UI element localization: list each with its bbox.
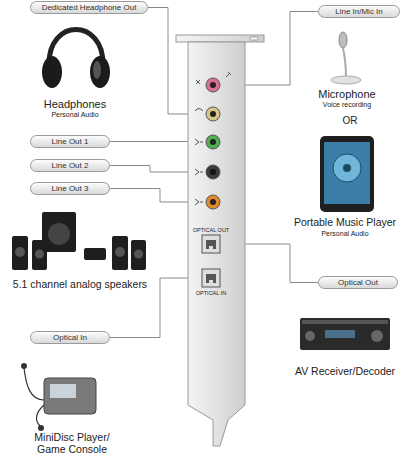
earbud (21, 363, 27, 369)
callout-box: Line Out 1 (30, 135, 110, 148)
receiver-top (302, 320, 388, 324)
device-name: MiniDisc Player/ Game Console (25, 432, 120, 455)
optical-port-hole (206, 274, 216, 283)
jack-hole (210, 82, 216, 88)
optical-port-hole (206, 240, 216, 249)
callout-text: Optical Out (319, 277, 397, 288)
mic-symbol (226, 72, 231, 77)
ear-cup-shine (93, 61, 101, 79)
device-subtitle: Voice recording (302, 101, 392, 109)
device-name: Microphone (302, 88, 392, 100)
callout-text: Optical In (31, 332, 109, 343)
player-screen (324, 142, 370, 204)
minidisc-body (44, 378, 96, 414)
player-body (320, 136, 374, 212)
device-subtitle: Personal Audio (300, 230, 390, 238)
bracket-slot (250, 37, 258, 40)
callout-text: Line Out 1 (31, 136, 109, 147)
earbud (38, 425, 44, 431)
jack-hole (210, 199, 216, 205)
speaker-cone (115, 247, 125, 257)
jack-symbols (195, 72, 231, 205)
callout-text: Line Out 2 (31, 160, 109, 171)
player-disc-hub (343, 164, 351, 172)
receiver-knob (305, 331, 315, 341)
callout-text: Dedicated Headphone Out (31, 2, 147, 13)
callout-text: Line Out 3 (31, 183, 109, 194)
headphone-jack (206, 107, 220, 121)
subwoofer (42, 212, 76, 252)
speaker-cone (15, 247, 25, 257)
receiver-body (300, 318, 390, 350)
device-subtitle: Personal Audio (30, 111, 120, 119)
bracket-flange (176, 35, 264, 42)
ear-cup (42, 56, 62, 88)
speaker (12, 236, 28, 270)
speaker (131, 240, 146, 270)
speaker (112, 236, 128, 270)
bracket-plate (188, 42, 245, 446)
headphone-symbol (195, 109, 203, 112)
earphone-cord (24, 368, 44, 426)
mic-stem (343, 48, 346, 78)
jack-hole (210, 169, 216, 175)
callout-box: Line In/Mic In (318, 5, 400, 18)
receiver-display (325, 330, 355, 338)
mic-base (331, 76, 361, 84)
device-name: 5.1 channel analog speakers (5, 279, 155, 291)
callout-box: Optical In (30, 331, 110, 344)
speaker (32, 240, 47, 270)
callout-box: Line Out 3 (30, 182, 110, 195)
callout-box: Line Out 2 (30, 159, 110, 172)
port-label: OPTICAL IN (181, 290, 241, 296)
jack-hole (210, 139, 216, 145)
ear-cup (90, 56, 110, 88)
device-name: Headphones (30, 98, 120, 110)
speaker-cone (35, 250, 44, 259)
speaker-cone (134, 250, 143, 259)
jack-symbol (195, 199, 203, 205)
green-jack (206, 135, 220, 149)
jack-symbol (195, 139, 203, 145)
optical-port (202, 235, 220, 253)
center-speaker (84, 248, 106, 260)
black-jack (206, 165, 220, 179)
woofer-cone (48, 223, 70, 245)
orange-jack (206, 195, 220, 209)
jack-hole (210, 111, 216, 117)
or-text: OR (330, 115, 370, 126)
callout-box: Optical Out (318, 276, 398, 289)
player-disc (333, 154, 361, 182)
pink-jack (206, 78, 220, 92)
optical-port (202, 269, 220, 287)
port-label: OPTICAL OUT (181, 227, 241, 233)
mic-head (339, 32, 347, 48)
minidisc-display (50, 384, 76, 398)
jack-symbol (196, 80, 200, 84)
device-name: AV Receiver/Decoder (285, 366, 405, 378)
callout-text: Line In/Mic In (319, 6, 399, 17)
device-name: Portable Music Player (285, 217, 405, 229)
receiver-knob (371, 330, 383, 342)
jack-symbol (195, 169, 203, 175)
callout-box: Dedicated Headphone Out (30, 1, 148, 14)
